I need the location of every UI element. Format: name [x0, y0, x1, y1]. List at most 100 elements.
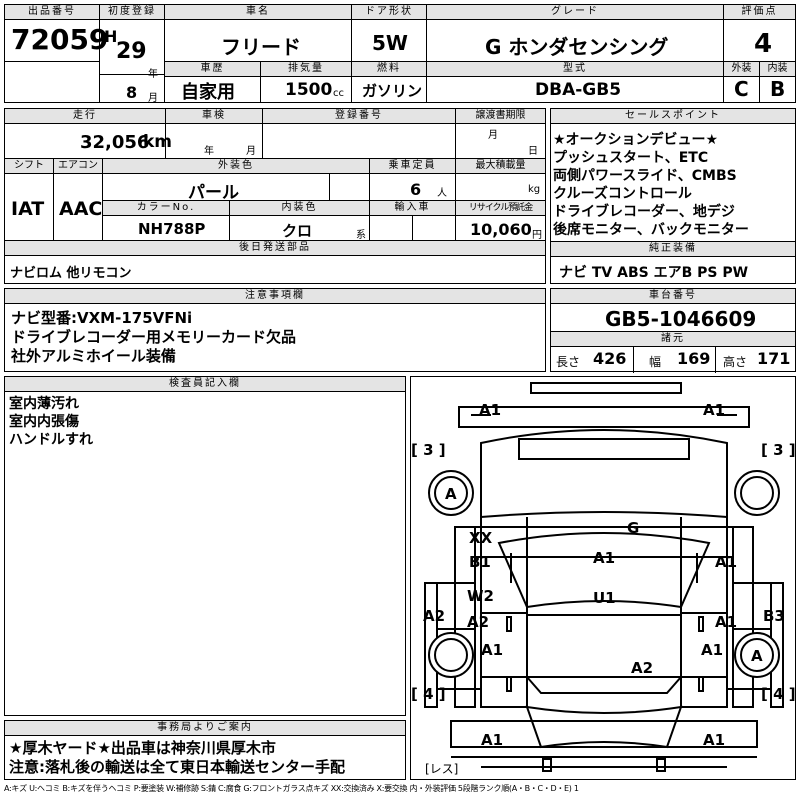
sales-point-3: 両側パワースライド、CMBS [553, 168, 737, 184]
aircon-value: AAC [59, 198, 103, 220]
office-header: 事務局よりご案内 [5, 721, 405, 736]
history-cell: 車歴 自家用 [164, 61, 261, 103]
spec-v5 [102, 158, 103, 240]
label-res: [レス] [425, 762, 458, 776]
label-br4-l: [ 4 ] [411, 685, 446, 703]
exterior-cell: 外装 C [723, 61, 760, 103]
office-line-1: ★厚木ヤード★出品車は神奈川県厚木市 [9, 739, 276, 757]
spec-v3 [455, 108, 456, 158]
rear-bumper [450, 720, 758, 748]
label-a1-mid: A1 [593, 549, 615, 567]
label-a1-r1: A1 [715, 553, 737, 571]
office-line-2: 注意:落札後の輸送は全て東日本輸送センター手配 [9, 758, 346, 776]
label-a1-bl: A1 [481, 731, 503, 749]
int-color-value: クロ [282, 222, 313, 240]
color-no-value: NH788P [138, 220, 206, 238]
sales-point-6: 後席モニター、バックモニター [553, 222, 749, 238]
door-cell: ドア形状 5W [351, 4, 427, 62]
label-br3-r: [ 3 ] [761, 441, 796, 459]
grade-value: G ホンダセンシング [485, 35, 669, 59]
recycle-header: リサイクル預託金 [456, 201, 545, 216]
length-value: 426 [593, 349, 627, 368]
spec-v7 [455, 158, 456, 240]
car-name-header: 車名 [165, 5, 351, 20]
chassis-box: 車台番号 GB5-1046609 諸元 長さ 426 幅 169 高さ 171 [550, 288, 796, 373]
displacement-value: 1500 [285, 80, 333, 100]
roof [526, 614, 682, 678]
specs-header: 諸元 [551, 331, 795, 347]
fuel-cell: 燃料 ガソリン [351, 61, 427, 103]
mileage-unit: km [143, 132, 173, 152]
recycle-unit: 円 [532, 230, 542, 241]
legend: A:キズ U:ヘコミ B:キズを伴うヘコミ P:要塗装 W:補修跡 S:錆 C:… [4, 784, 579, 793]
model-cell: 型式 DBA-GB5 [426, 61, 724, 103]
year-value: 29 [116, 39, 147, 64]
label-tire-r: A [751, 647, 763, 665]
year-unit: 年 [148, 65, 158, 80]
genuine-box: 純正装備 ナビ TV ABS エアB PS PW [550, 241, 796, 284]
spec-v10 [412, 216, 413, 240]
chassis-header: 車台番号 [551, 289, 795, 304]
inspector-line-3: ハンドルすれ [9, 432, 93, 448]
grade-header: グレード [427, 5, 723, 20]
front-bumper [458, 406, 750, 428]
door-value: 5W [372, 31, 408, 55]
int-color-unit: 系 [356, 230, 366, 241]
rear-window-top [526, 676, 682, 694]
label-a1-l2: A1 [481, 641, 503, 659]
grille [518, 438, 690, 460]
inspection-header: 車検 [166, 109, 262, 124]
later-parts-header: 後日発送部品 [5, 241, 545, 256]
spec-v9 [229, 200, 230, 240]
genuine-header: 純正装備 [551, 242, 795, 257]
score-header: 評価点 [724, 5, 795, 20]
score-value: 4 [754, 29, 773, 59]
history-header: 車歴 [165, 62, 260, 77]
spec-h2 [102, 200, 546, 201]
month-unit: 月 [148, 93, 158, 104]
sales-point-1: ★オークションデビュー★ [553, 132, 719, 148]
month-value: 8 [126, 83, 138, 102]
bonnet [480, 429, 728, 519]
sales-point-box: セールスポイント ★オークションデビュー★ プッシュスタート、ETC 両側パワー… [550, 108, 796, 242]
sales-point-4: クルーズコントロール [553, 186, 692, 202]
label-a1-fr: A1 [703, 401, 725, 419]
spec-block [4, 108, 546, 284]
history-value: 自家用 [181, 82, 235, 103]
label-b3: B3 [763, 607, 785, 625]
label-a1-r2: A1 [715, 613, 737, 631]
inspector-line-2: 室内内張傷 [9, 414, 79, 430]
width-value: 169 [677, 349, 711, 368]
label-w2: W2 [467, 587, 494, 605]
specs-v1 [633, 346, 634, 373]
shift-header: シフト [5, 159, 53, 174]
exterior-header: 外装 [724, 62, 759, 77]
front-bumper-top [530, 382, 682, 394]
inspection-year-unit: 年 [204, 146, 214, 157]
height-label: 高さ [723, 355, 748, 369]
interior-value: B [770, 77, 786, 101]
color-header: 外装色 [103, 159, 369, 174]
later-parts-value: ナビロム 他リモコン [10, 266, 132, 281]
label-a1-fl: A1 [479, 401, 501, 419]
color-value: パール [188, 183, 239, 203]
car-diagram-box: A1 A1 [ 3 ] [ 3 ] A G XX B1 A1 A1 U1 W2 … [410, 376, 796, 780]
spec-v6 [369, 158, 370, 240]
sales-point-2: プッシュスタート、ETC [553, 150, 709, 166]
sales-point-5: ドライブレコーダー、地デジ [553, 204, 735, 220]
rear-bumper-lines [451, 756, 757, 768]
label-a1-r3: A1 [701, 641, 723, 659]
genuine-value: ナビ TV ABS エアB PS PW [559, 265, 749, 281]
windshield [497, 532, 711, 609]
max-load-header: 最大積載量 [456, 159, 545, 174]
displacement-cell: 排気量 1500 cc [260, 61, 352, 103]
spec-v1 [165, 108, 166, 158]
capacity-unit: 人 [437, 188, 447, 199]
model-header: 型式 [427, 62, 723, 77]
transfer-day-unit: 日 [528, 146, 538, 157]
car-name-cell: 車名 フリード [164, 4, 352, 62]
label-a2-in: A2 [467, 613, 489, 631]
width-label: 幅 [649, 355, 662, 369]
height-value: 171 [757, 349, 791, 368]
lot-no-lower-cell [4, 61, 100, 103]
